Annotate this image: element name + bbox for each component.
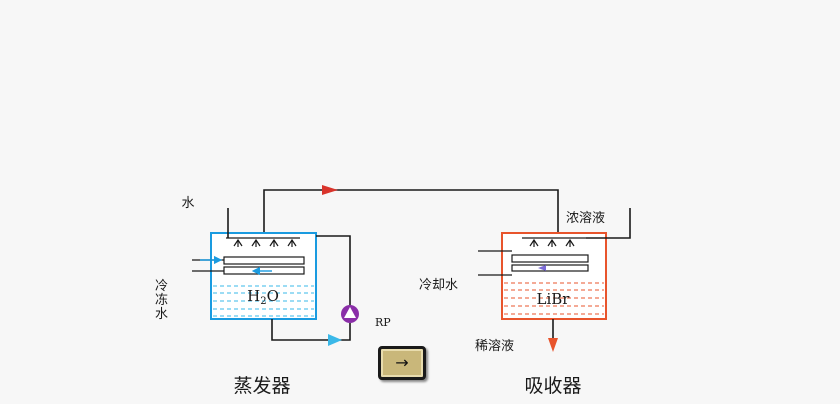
cooling-water-label: 冷却水 (419, 278, 458, 293)
pump-loop (271, 235, 351, 341)
absorber-spray-nozzles (522, 237, 586, 247)
absorber-title: 吸收器 (524, 375, 581, 397)
pump-label: RP (375, 316, 391, 329)
weak-solution-label: 稀溶液 (475, 339, 514, 354)
pump-return-arrow (328, 334, 342, 346)
absorber: LiBr (478, 208, 631, 352)
absorber-shell (501, 232, 607, 320)
next-step-button[interactable]: → (378, 346, 426, 380)
chilled-water-label: 冷 冻 水 (155, 279, 172, 322)
cooling-coil-flow-arrow (538, 265, 546, 271)
arrow-right-icon: → (395, 353, 409, 372)
vapor-pipe (263, 189, 559, 234)
water-inlet-label: 水 (181, 196, 194, 211)
vapor-flow-arrow (322, 185, 338, 195)
evaporator-fluid-label: H2O (247, 287, 279, 307)
evaporator: H2O (192, 208, 317, 320)
cooling-water-coil (478, 250, 589, 276)
evaporator-spray-nozzles (226, 237, 300, 247)
evaporator-shell (210, 232, 317, 320)
evaporator-title: 蒸发器 (233, 375, 290, 397)
strong-solution-label: 浓溶液 (566, 211, 605, 226)
refrigerant-pump-icon (341, 305, 359, 323)
strong-solution-pipe (586, 208, 631, 239)
absorber-fluid-label: LiBr (537, 290, 571, 308)
absorber-liquid (504, 282, 604, 315)
evaporator-liquid (213, 285, 314, 317)
weak-solution-arrow (548, 338, 558, 352)
